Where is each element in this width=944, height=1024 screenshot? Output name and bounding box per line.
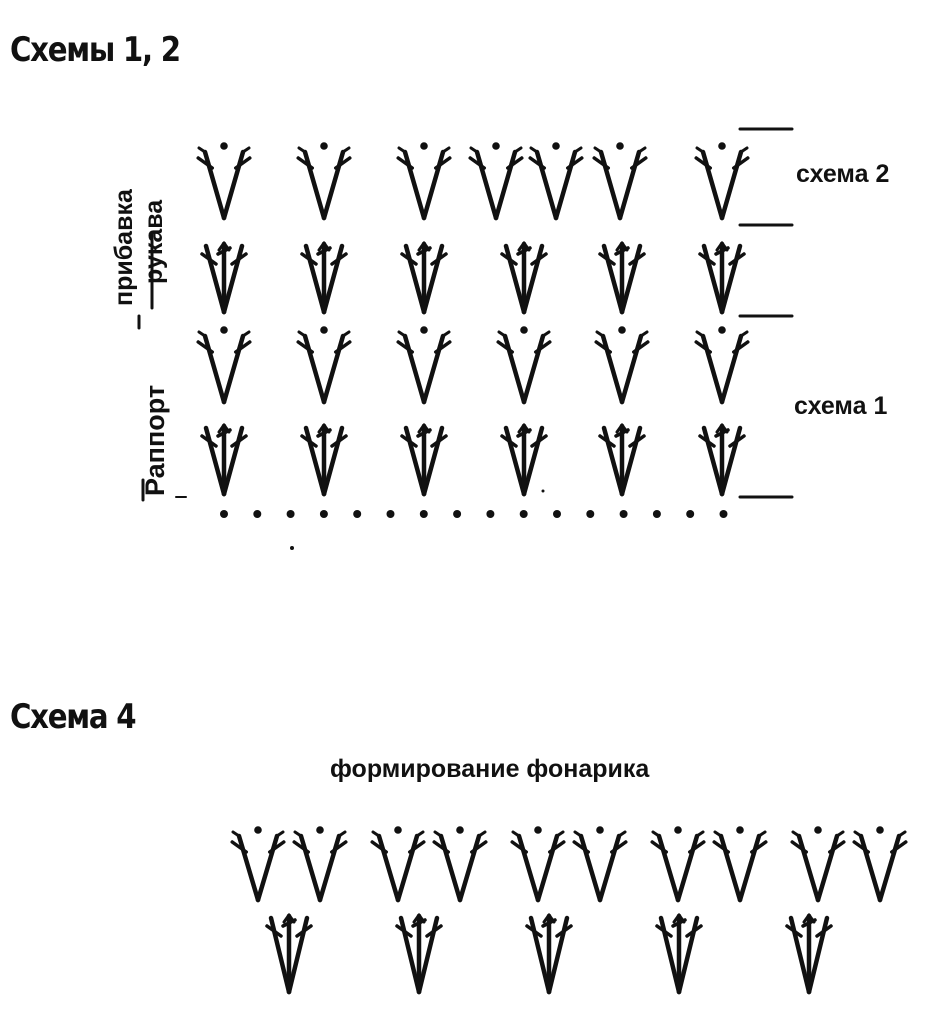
chain-dot [286, 510, 295, 518]
lantern-v-increase [790, 826, 846, 903]
scheme2-v-increase [468, 142, 524, 221]
scheme1-v-increase [594, 326, 650, 405]
sleeve-fan-cluster [200, 241, 248, 315]
heading-schemes-1-2: Схемы 1, 2 [10, 30, 181, 70]
scheme1-v-increase [296, 326, 352, 405]
chain-dot [353, 510, 362, 518]
lantern-v-increase [852, 826, 908, 903]
chain-foundation [220, 510, 728, 518]
chain-dot [619, 510, 628, 518]
scheme1-fan-cluster [698, 423, 746, 497]
lantern-fan-cluster [525, 913, 573, 995]
chain-dot [319, 510, 328, 518]
lantern-v-increase [230, 826, 286, 903]
scheme2-v-increase [296, 142, 352, 221]
lantern-fan-cluster [265, 913, 313, 995]
chain-dot [220, 510, 228, 518]
scheme1-fan-cluster [300, 423, 348, 497]
chain-dot [719, 510, 728, 518]
chain-dot [486, 510, 495, 518]
chain-dot [386, 510, 395, 518]
chain-dot [686, 510, 695, 518]
chain-dot [652, 510, 661, 518]
scheme1-fan-cluster [500, 423, 548, 497]
chain-dot [419, 510, 428, 518]
scheme1-fan-cluster [400, 423, 448, 497]
chain-dot [553, 510, 561, 518]
label-scheme-2: схема 2 [796, 160, 890, 188]
scheme1-v-increase [396, 326, 452, 405]
lantern-v-increase [432, 826, 488, 903]
scheme1-v-increase [496, 326, 552, 405]
left-bracket [137, 231, 187, 502]
chain-dot [453, 510, 462, 518]
chain-dot [519, 510, 528, 518]
lantern-v-increase [572, 826, 628, 903]
scheme1-fan-cluster [598, 423, 646, 497]
stray-dot [541, 489, 545, 493]
stitch-symbols [196, 142, 908, 995]
chain-dot [253, 510, 262, 518]
sleeve-fan-cluster [598, 241, 646, 315]
chain-dot [586, 510, 595, 518]
lantern-fan-cluster [395, 913, 443, 995]
lantern-fan-cluster [655, 913, 703, 995]
scheme2-v-increase [528, 142, 584, 221]
scheme1-fan-cluster [200, 423, 248, 497]
stray-dot [290, 546, 294, 550]
lantern-v-increase [510, 826, 566, 903]
lantern-v-increase [292, 826, 348, 903]
scheme2-v-increase [196, 142, 252, 221]
scheme2-v-increase [694, 142, 750, 221]
sleeve-fan-cluster [400, 241, 448, 315]
right-markers [738, 127, 794, 499]
lantern-v-increase [650, 826, 706, 903]
sleeve-fan-cluster [300, 241, 348, 315]
lantern-fan-cluster [785, 913, 833, 995]
label-scheme-1: схема 1 [794, 392, 888, 420]
lantern-v-increase [370, 826, 426, 903]
scheme2-v-increase [396, 142, 452, 221]
scheme1-v-increase [694, 326, 750, 405]
heading-scheme-4: Схема 4 [10, 697, 137, 737]
lantern-v-increase [712, 826, 768, 903]
scheme2-v-increase [592, 142, 648, 221]
sleeve-fan-cluster [698, 241, 746, 315]
scheme1-v-increase [196, 326, 252, 405]
sleeve-fan-cluster [500, 241, 548, 315]
label-lantern-forming: формирование фонарика [330, 755, 650, 783]
